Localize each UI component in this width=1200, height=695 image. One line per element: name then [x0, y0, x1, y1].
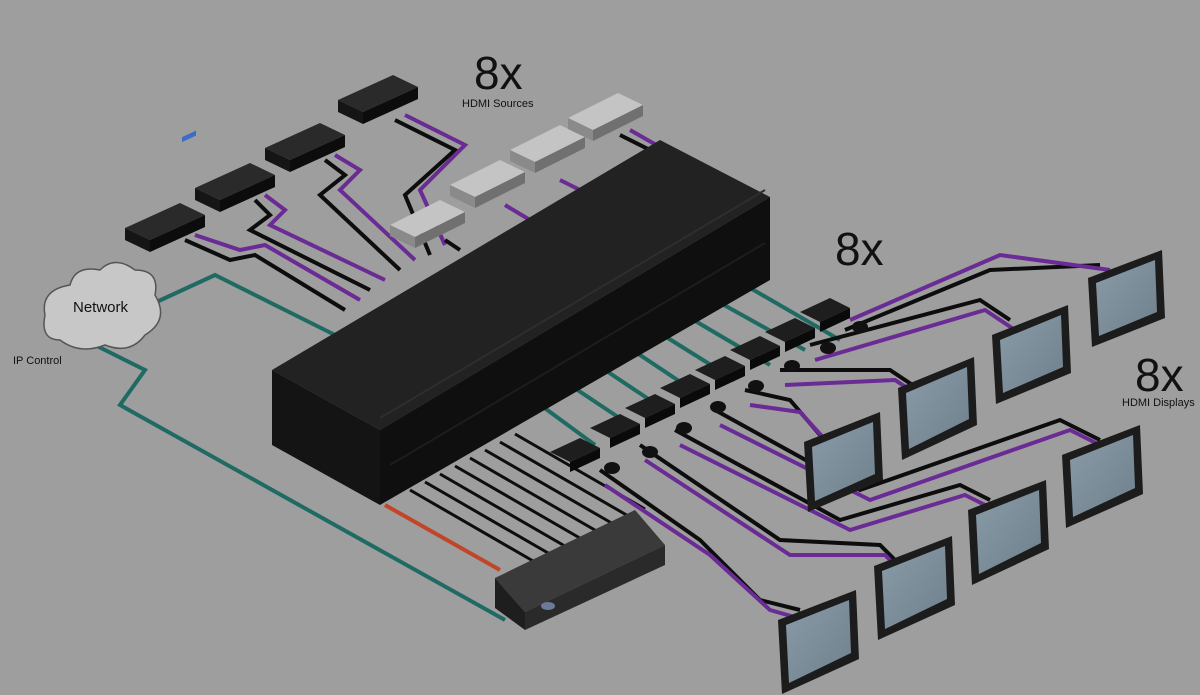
transmitter-box	[568, 93, 643, 141]
hdmi-sources-grey	[390, 93, 643, 248]
sources-count: 8x	[474, 47, 523, 99]
ip-control-label: IP Control	[13, 355, 62, 367]
extenders-count: 8x	[835, 223, 884, 275]
displays-label: HDMI Displays	[1122, 397, 1195, 409]
source-cables	[184, 113, 666, 312]
matrix-switcher	[272, 140, 770, 505]
control-cables	[409, 432, 646, 567]
transmitter-box	[390, 200, 465, 248]
source-box	[125, 130, 205, 252]
serial-cable	[384, 503, 501, 572]
transmitter-box	[510, 125, 585, 173]
network-label: Network	[73, 299, 129, 316]
hdmi-sources-dark	[125, 75, 418, 252]
hdmi-displays	[778, 250, 1165, 694]
source-box	[195, 163, 275, 212]
hdmi-receivers	[550, 298, 868, 474]
displays-count: 8x	[1135, 349, 1184, 401]
source-box	[338, 75, 418, 124]
network-cloud	[43, 261, 162, 350]
sources-label: HDMI Sources	[462, 98, 534, 110]
control-processor	[495, 510, 665, 630]
source-box	[265, 123, 345, 172]
transmitter-box	[450, 160, 525, 208]
